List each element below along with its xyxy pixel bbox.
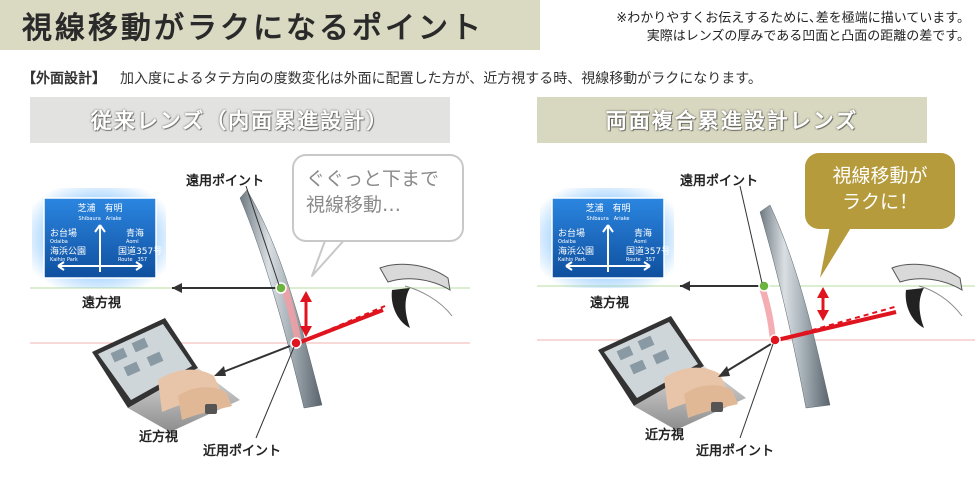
sign-line2-right: 青海: [634, 227, 652, 239]
left-bubble-tail: [311, 237, 347, 277]
sign-line3-right-roman: Route 357: [118, 257, 147, 263]
left-bubble-line-2: 視線移動…: [306, 194, 402, 216]
left-road-sign: 芝浦 有明 Shibaura Ariake お台場 Odaiba 青海 Aomi…: [32, 188, 166, 288]
left-near-point-label: 近用ポイント: [203, 444, 282, 459]
right-near-arrow: [721, 343, 772, 375]
right-laptop-icon: [598, 316, 746, 430]
title-banner: 視線移動がラクになるポイント: [0, 0, 540, 50]
left-progressive-zone: [281, 286, 302, 344]
right-bubble-tail: [820, 226, 852, 278]
left-far-leader: [245, 185, 280, 286]
sign-line1: 芝浦 有明: [585, 202, 630, 214]
sign-line3-right: 国道357号: [626, 245, 670, 257]
right-near-point-dot: [769, 334, 781, 346]
sign-line1-roman: Shibaura Ariake: [79, 216, 122, 222]
right-lens: [759, 204, 831, 409]
sign-line2-left-roman: Odaiba: [558, 239, 576, 245]
left-far-view-label: 遠方視: [82, 296, 122, 311]
left-shift-arrowheads: [300, 291, 312, 337]
right-bubble-line-2: ラクに！: [841, 191, 918, 213]
left-far-point-dot: [275, 282, 287, 294]
right-far-leader: [739, 185, 763, 284]
page-title: 視線移動がラクになるポイント: [22, 11, 484, 46]
right-near-view-label: 近方視: [645, 428, 685, 443]
left-bubble-line-1: ぐぐっと下まで: [306, 168, 440, 190]
right-progressive-zone: [759, 286, 776, 341]
sign-line3-left: 海浜公園: [50, 245, 86, 257]
sign-line2-left: お台場: [558, 227, 585, 239]
disclaimer-line-1: ※わかりやすくお伝えするために､差を極端に描いています。: [616, 11, 970, 26]
sign-line2-right: 青海: [126, 227, 144, 239]
left-eye-icon: [379, 263, 453, 328]
sign-line2-left-roman: Odaiba: [50, 239, 68, 245]
left-near-point-dot: [290, 337, 302, 349]
right-shift-arrowheads: [817, 287, 829, 321]
right-near-arrowhead: [718, 366, 730, 377]
right-panel-banner: 両面複合累進設計レンズ: [537, 97, 927, 143]
right-sight-line: [776, 310, 897, 342]
sign-line2-left: お台場: [50, 227, 77, 239]
right-far-point-dot: [758, 280, 770, 292]
right-diagram: 芝浦 有明 Shibaura Ariake お台場 Odaiba 青海 Aomi…: [537, 185, 975, 439]
right-near-leader: [739, 343, 774, 439]
intro-body: 加入度によるタテ方向の度数変化は外面に配置した方が、近方視する時、視線移動がラク…: [120, 71, 762, 87]
sign-line3-left: 海浜公園: [558, 245, 594, 257]
sign-line2-right-roman: Aomi: [634, 239, 647, 245]
right-far-point-label: 遠用ポイント: [680, 174, 759, 189]
left-near-arrow: [217, 345, 291, 375]
sign-line1-roman: Shibaura Ariake: [587, 216, 630, 222]
left-panel-banner: 従来レンズ（内面累進設計）: [30, 97, 450, 143]
intro-text: 【外面設計】加入度によるタテ方向の度数変化は外面に配置した方が、近方視する時、視…: [22, 68, 962, 88]
sign-line3-right-roman: Route 357: [626, 257, 655, 263]
right-far-arrowhead: [680, 281, 690, 291]
disclaimer-note: ※わかりやすくお伝えするために､差を極端に描いています。 実際はレンズの厚みであ…: [550, 10, 970, 46]
left-near-leader: [255, 346, 295, 439]
sign-line3-left-roman: Kaihin Park: [50, 257, 78, 263]
left-lens: [239, 189, 323, 409]
sign-line1: 芝浦 有明: [77, 202, 122, 214]
sign-line3-left-roman: Kaihin Park: [558, 257, 586, 263]
left-laptop-icon: [92, 318, 240, 432]
left-far-point-label: 遠用ポイント: [186, 174, 265, 189]
left-diagram: 芝浦 有明 Shibaura Ariake お台場 Odaiba 青海 Aomi…: [30, 185, 470, 439]
right-speech-bubble: 視線移動が ラクに！: [805, 153, 955, 229]
right-eye-icon: [891, 263, 963, 328]
disclaimer-line-2: 実際はレンズの厚みである凹面と凸面の距離の差です。: [646, 29, 970, 44]
left-sight-line: [297, 308, 384, 345]
right-bubble-line-1: 視線移動が: [832, 165, 928, 187]
sign-line2-right-roman: Aomi: [126, 239, 139, 245]
left-near-arrowhead: [214, 366, 226, 376]
right-road-sign: 芝浦 有明 Shibaura Ariake お台場 Odaiba 青海 Aomi…: [540, 188, 674, 288]
intro-tag: 【外面設計】: [22, 71, 106, 87]
left-speech-bubble: ぐぐっと下まで 視線移動…: [292, 154, 464, 242]
left-near-view-label: 近方視: [139, 430, 179, 445]
right-far-view-label: 遠方視: [590, 296, 630, 311]
right-near-point-label: 近用ポイント: [696, 444, 775, 459]
left-far-arrowhead: [172, 283, 182, 293]
sign-line3-right: 国道357号: [118, 245, 162, 257]
